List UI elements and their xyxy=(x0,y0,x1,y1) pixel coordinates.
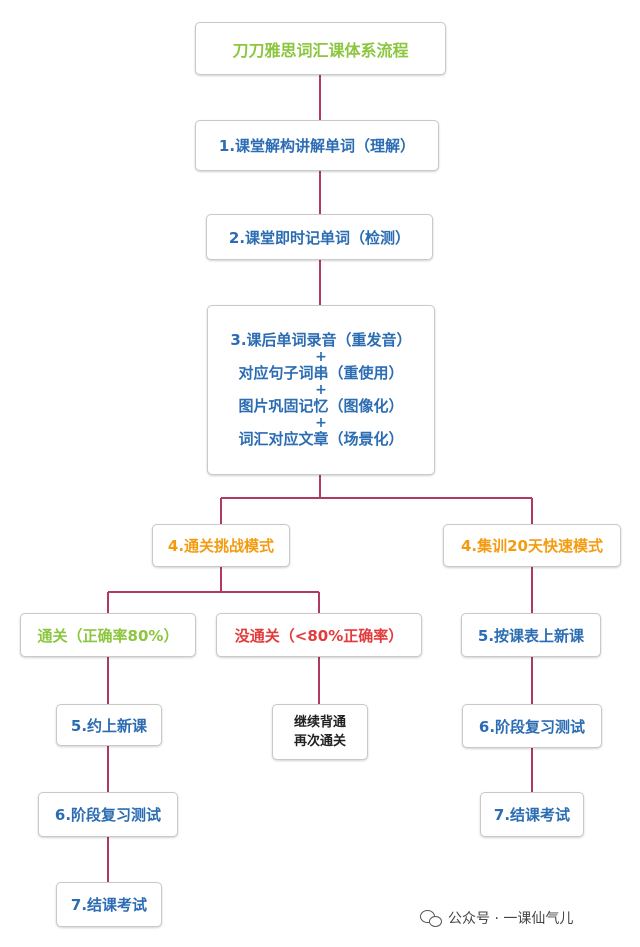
right-step5-node: 5.按课表上新课 xyxy=(461,613,601,657)
left-step5-text: 5.约上新课 xyxy=(70,716,148,735)
title-node: 刀刀雅思词汇课体系流程 xyxy=(195,22,446,75)
fail-action-line1: 继续背通 xyxy=(293,715,346,730)
left-step6-text: 6.阶段复习测试 xyxy=(54,806,162,824)
fail-node: 没通关（<80%正确率） xyxy=(216,613,422,657)
pass-text: 通关（正确率80%） xyxy=(37,626,179,645)
branch-right-node: 4.集训20天快速模式 xyxy=(443,524,621,567)
step2-node: 2.课堂即时记单词（检测） xyxy=(206,214,433,260)
right-step7-node: 7.结课考试 xyxy=(480,792,584,837)
plus-sign-3: + xyxy=(315,415,327,431)
branch-right-text: 4.集训20天快速模式 xyxy=(460,537,603,555)
branch-left-text: 4.通关挑战模式 xyxy=(167,537,275,555)
fail-action-line2: 再次通关 xyxy=(293,734,346,749)
left-step6-node: 6.阶段复习测试 xyxy=(38,792,178,837)
connector-branch-left-to-outcomes xyxy=(107,567,320,613)
step3-line1: 3.课后单词录音（重发音） xyxy=(230,331,412,349)
plus-sign-2: + xyxy=(315,382,327,398)
wechat-icon xyxy=(420,909,442,927)
step3-line2: 对应句子词串（重使用） xyxy=(238,364,404,382)
pass-node: 通关（正确率80%） xyxy=(20,613,196,657)
fail-text: 没通关（<80%正确率） xyxy=(234,626,404,645)
watermark: 公众号 · 一课仙气儿 xyxy=(420,906,573,930)
right-step7-text: 7.结课考试 xyxy=(493,806,571,824)
step3-line4: 词汇对应文章（场景化） xyxy=(238,430,404,448)
left-step5-node: 5.约上新课 xyxy=(56,704,162,746)
step1-node: 1.课堂解构讲解单词（理解） xyxy=(195,120,439,171)
right-step6-text: 6.阶段复习测试 xyxy=(478,717,586,736)
step1-text: 1.课堂解构讲解单词（理解） xyxy=(218,137,416,155)
left-step7-text: 7.结课考试 xyxy=(70,896,148,914)
branch-left-node: 4.通关挑战模式 xyxy=(152,524,290,567)
fail-action-node: 继续背通 再次通关 xyxy=(272,704,368,760)
title-text: 刀刀雅思词汇课体系流程 xyxy=(232,40,409,60)
step3-line3: 图片巩固记忆（图像化） xyxy=(238,397,404,415)
left-step7-node: 7.结课考试 xyxy=(56,882,162,927)
step2-text: 2.课堂即时记单词（检测） xyxy=(228,228,411,247)
connector-step3-to-branches xyxy=(220,475,533,524)
step3-node: 3.课后单词录音（重发音） + 对应句子词串（重使用） + 图片巩固记忆（图像化… xyxy=(207,305,435,475)
right-step6-node: 6.阶段复习测试 xyxy=(462,704,602,748)
plus-sign-1: + xyxy=(315,349,327,365)
watermark-text: 公众号 · 一课仙气儿 xyxy=(448,911,574,927)
right-step5-text: 5.按课表上新课 xyxy=(477,626,585,645)
